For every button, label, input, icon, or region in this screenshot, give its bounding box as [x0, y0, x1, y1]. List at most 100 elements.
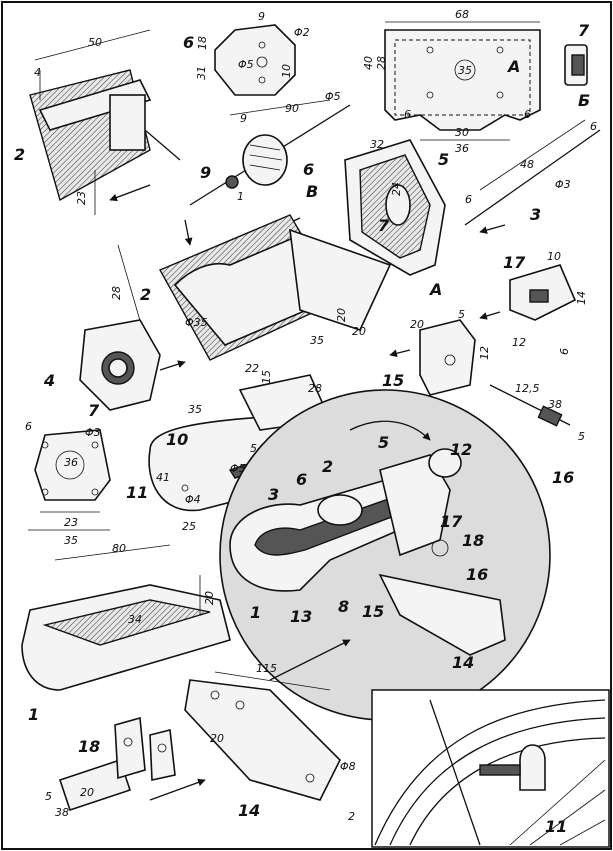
assembly-arrow [149, 778, 206, 801]
label-16: 16 [466, 565, 488, 584]
label-14: 14 [238, 801, 260, 820]
assembly-detail-circle [219, 389, 551, 721]
dim-35: 35 [310, 334, 324, 347]
part-18-bracket [58, 716, 176, 812]
label-6: 6 [296, 470, 307, 489]
dim-9: 9 [258, 10, 265, 23]
gasket-drawing [28, 429, 111, 531]
dim-phi2: Φ2 [294, 26, 310, 39]
label-4: 4 [43, 371, 55, 390]
part-2-channel [117, 214, 392, 361]
bicycle-wheel-inset [371, 689, 610, 848]
dim-9: 9 [240, 112, 247, 125]
dim-25: 25 [182, 520, 196, 533]
label-18: 18 [462, 531, 484, 550]
dim-35: 35 [458, 64, 472, 77]
part-1-u-block [21, 544, 231, 691]
label-9: 9 [200, 163, 211, 182]
part-16-bolt [489, 384, 571, 427]
label-15: 15 [362, 602, 384, 621]
label-17: 17 [440, 512, 463, 531]
dim-50: 50 [88, 36, 102, 49]
dim-6: 6 [465, 193, 472, 206]
dim-4: 4 [34, 66, 41, 79]
label-2: 2 [14, 145, 25, 164]
part-9-spring-shaft [189, 99, 351, 206]
label-3: 3 [268, 485, 279, 504]
part-3-rod [464, 119, 601, 226]
dim-38: 38 [548, 398, 562, 411]
dim-6: 6 [25, 420, 32, 433]
dim-6: 6 [524, 108, 531, 121]
assembly-arrow [479, 224, 506, 234]
dim-36: 36 [455, 142, 469, 155]
dim-10: 10 [280, 64, 293, 78]
dim-6: 6 [590, 120, 597, 133]
dim-90: 90 [285, 102, 299, 115]
letter-A: А [506, 57, 520, 76]
part-2-bracket [29, 29, 181, 215]
dim-80: 80 [112, 542, 126, 555]
dim-24: 24 [390, 182, 403, 196]
dim-23: 23 [64, 516, 78, 529]
part-6-plate [214, 24, 296, 96]
label-14: 14 [452, 653, 474, 672]
dim-1: 1 [237, 190, 244, 203]
dim-phi5: Φ5 [325, 90, 341, 103]
label-6: 6 [183, 33, 194, 52]
label-7: 7 [378, 216, 390, 235]
label-7: 7 [88, 401, 100, 420]
dim-28: 28 [375, 56, 388, 70]
dim-20: 20 [352, 325, 366, 338]
dim-5: 5 [458, 308, 465, 321]
dim-phi4: Φ4 [185, 493, 201, 506]
assembly-arrow [389, 349, 411, 358]
dim-35: 35 [188, 403, 202, 416]
label-1: 1 [28, 705, 39, 724]
dim-6: 6 [558, 348, 571, 355]
dim-68: 68 [455, 8, 469, 21]
dim-35: 35 [64, 534, 78, 547]
dim-12-5: 12,5 [515, 382, 540, 395]
dim-28: 28 [110, 286, 123, 300]
label-13: 13 [290, 607, 312, 626]
assembly-arrow [184, 219, 193, 246]
label-6: 6 [303, 160, 314, 179]
label-8: 8 [338, 597, 349, 616]
letter-V: В [306, 182, 318, 201]
dim-6: 6 [404, 108, 411, 121]
label-11: 11 [545, 817, 567, 836]
label-5: 5 [378, 433, 389, 452]
letter-B: Б [578, 91, 590, 110]
dim-15: 15 [260, 370, 273, 384]
part-7-insert [564, 44, 588, 86]
label-7: 7 [578, 21, 590, 40]
dim-phi3: Φ3 [85, 426, 101, 439]
assembly-arrow [159, 360, 186, 371]
dim-14: 14 [575, 291, 588, 305]
part-17-bracket [509, 264, 577, 321]
dim-20: 20 [210, 732, 224, 745]
dim-20: 20 [410, 318, 424, 331]
label-3: 3 [530, 205, 541, 224]
dim-20: 20 [203, 591, 216, 605]
dim-34: 34 [128, 613, 142, 626]
dim-48: 48 [520, 158, 534, 171]
dim-38: 38 [55, 806, 69, 819]
dim-5: 5 [578, 430, 585, 443]
dim-115: 115 [256, 662, 277, 675]
dim-36: 36 [64, 456, 78, 469]
dim-phi35: Φ35 [185, 316, 208, 329]
dim-phi8: Φ8 [340, 760, 356, 773]
label-2: 2 [322, 457, 333, 476]
label-10: 10 [166, 430, 188, 449]
part-4-flange [79, 319, 161, 411]
dim-20: 20 [80, 786, 94, 799]
dim-40: 40 [362, 56, 375, 70]
label-1: 1 [250, 603, 261, 622]
plate-A [384, 21, 541, 141]
label-18: 18 [78, 737, 100, 756]
dim-30: 30 [455, 126, 469, 139]
label-12: 12 [450, 440, 472, 459]
